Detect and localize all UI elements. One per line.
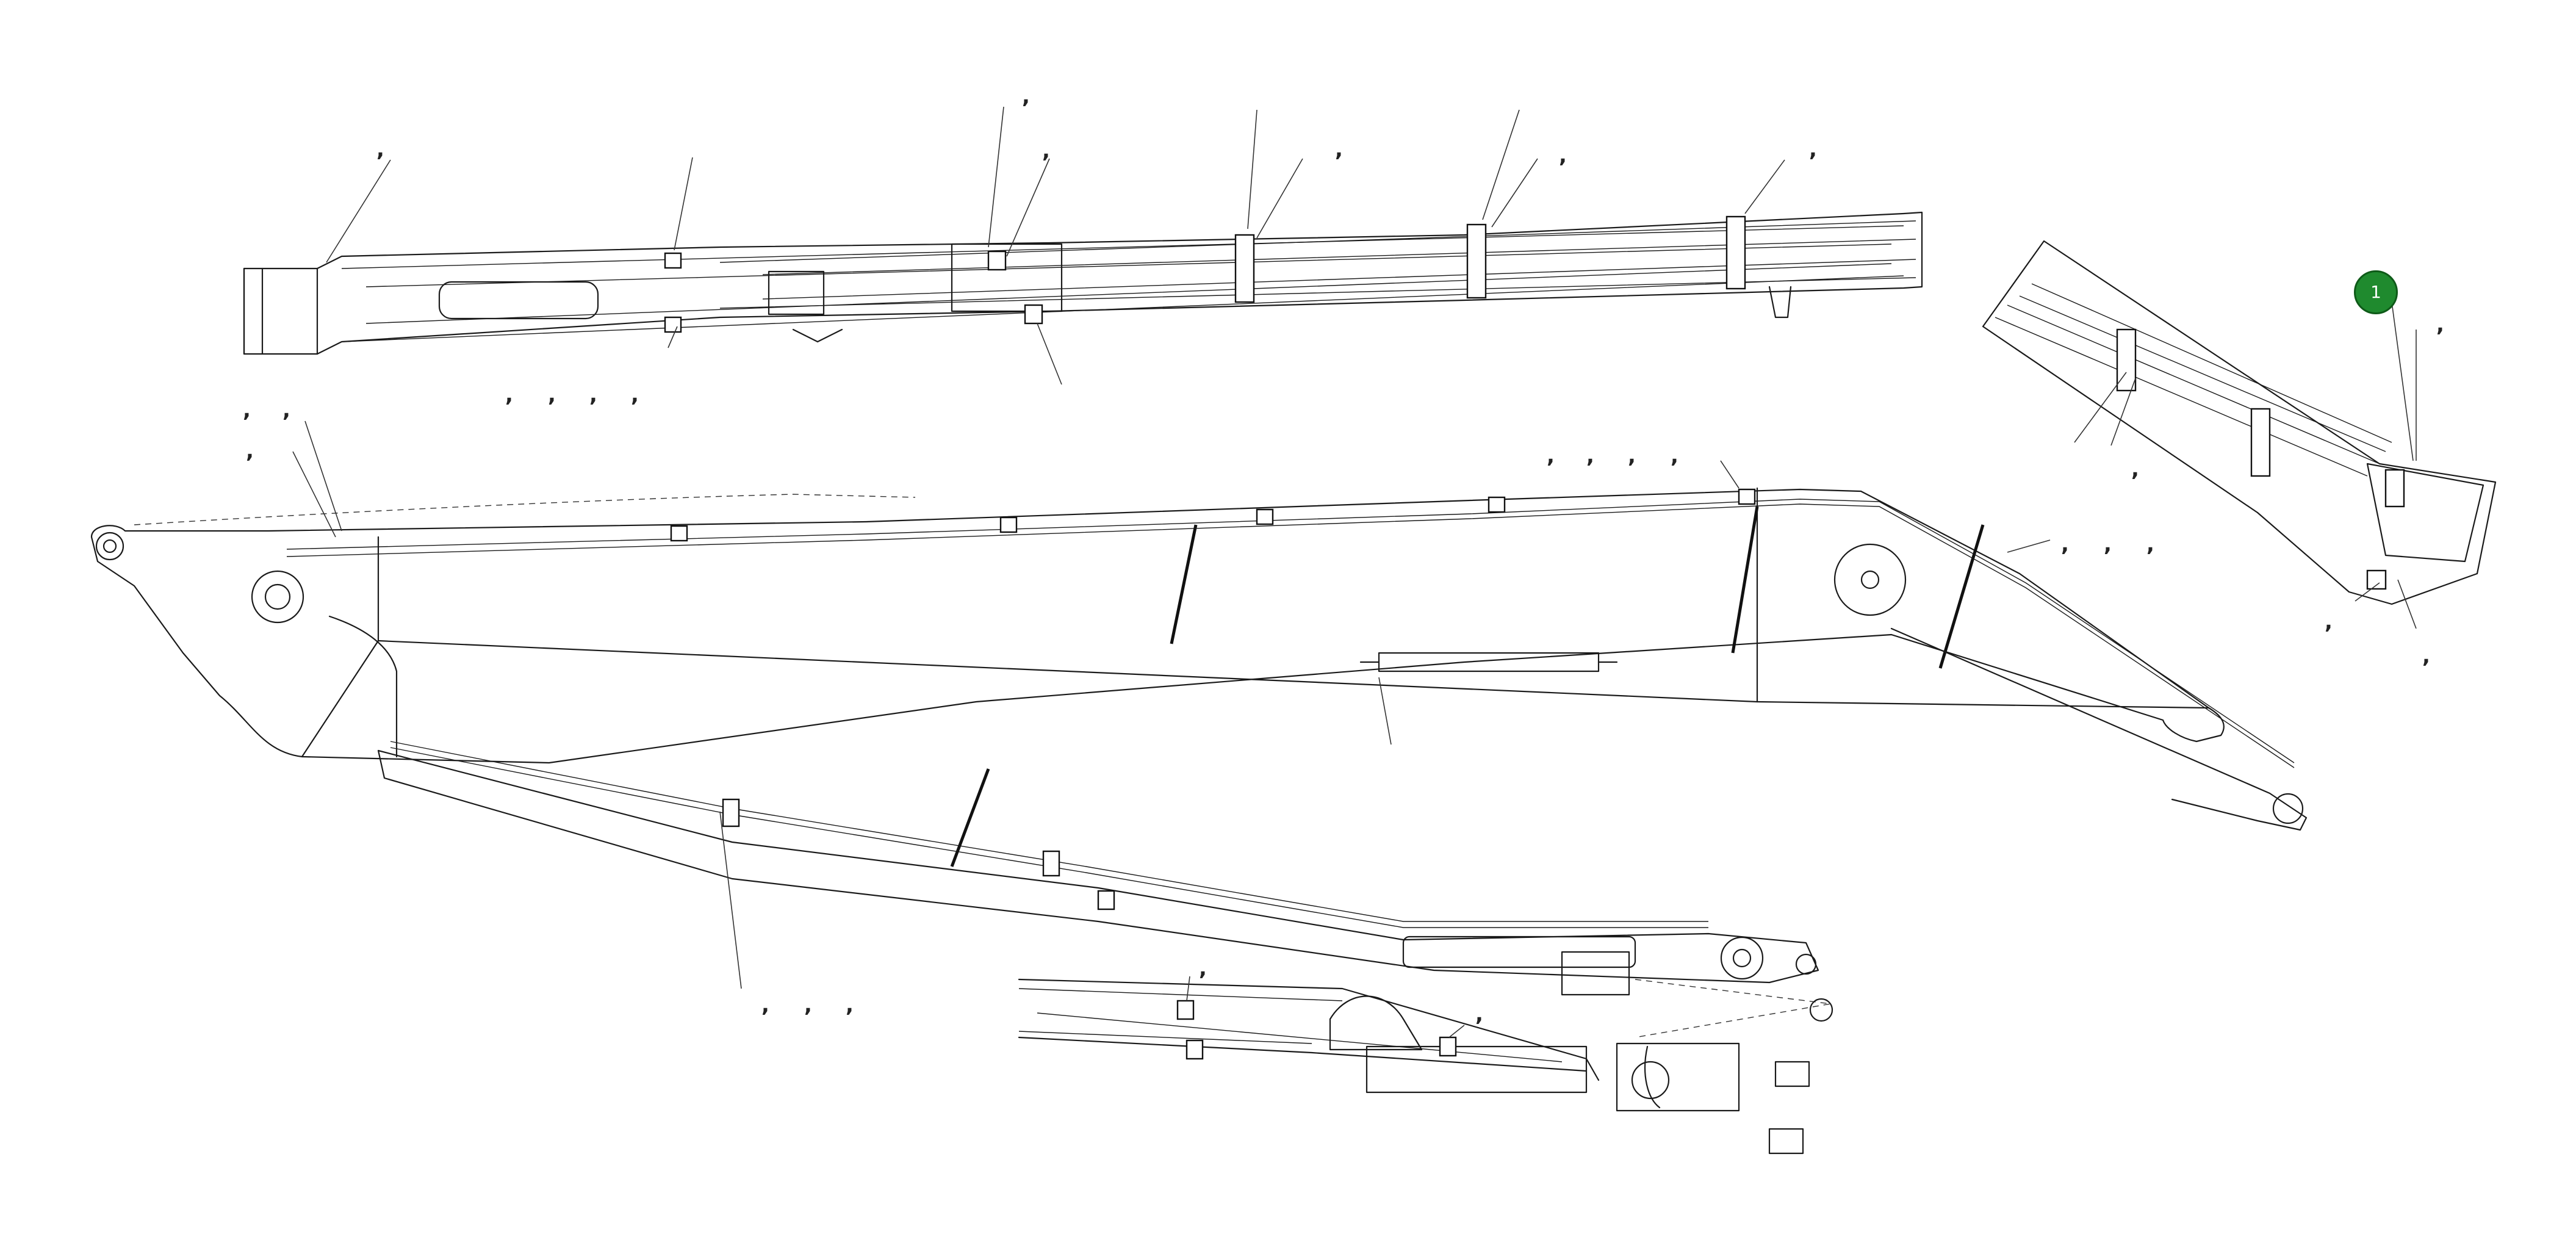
- ref-mark: ,: [243, 398, 251, 422]
- ref-mark: ,: [846, 993, 854, 1017]
- ref-mark: ,: [631, 383, 639, 407]
- ref-mark: ,: [1022, 84, 1030, 109]
- ref-mark: ,: [589, 383, 597, 407]
- ref-mark: ,: [548, 383, 556, 407]
- ref-mark: ,: [1559, 143, 1567, 168]
- ref-mark: ,: [1335, 137, 1343, 162]
- ref-mark: ,: [2325, 610, 2333, 634]
- ref-mark: ,: [282, 398, 290, 422]
- ref-mark: ,: [1042, 139, 1050, 163]
- ref-mark: ,: [246, 439, 254, 463]
- ref-mark: ,: [2436, 312, 2444, 337]
- arm-cylinder-hoses: [377, 741, 1833, 1038]
- ref-mark: ,: [1671, 444, 1678, 468]
- ref-mark: ,: [1628, 444, 1636, 468]
- ref-mark: ,: [1475, 1002, 1483, 1026]
- ref-mark: ,: [761, 993, 769, 1017]
- callout-1-balloon[interactable]: 1: [2354, 270, 2398, 314]
- ref-mark: ,: [2131, 457, 2139, 481]
- ref-mark: ,: [2422, 644, 2430, 668]
- side-view-boom: [90, 420, 2308, 831]
- ref-mark: ,: [1586, 444, 1594, 468]
- top-view-boom-assembly: [243, 106, 1923, 385]
- ref-mark: ,: [505, 383, 513, 407]
- ref-mark: ,: [804, 993, 812, 1017]
- ref-mark: ,: [2104, 532, 2112, 557]
- ref-mark: ,: [1547, 444, 1555, 468]
- ref-mark: ,: [1199, 956, 1207, 981]
- ref-mark: ,: [2146, 532, 2154, 557]
- lower-hose-detail: [1018, 976, 1810, 1155]
- boom-foot-detail: [1982, 240, 2497, 629]
- ref-mark: ,: [376, 137, 384, 162]
- ref-mark: ,: [2061, 532, 2069, 557]
- ref-mark: ,: [1809, 137, 1817, 162]
